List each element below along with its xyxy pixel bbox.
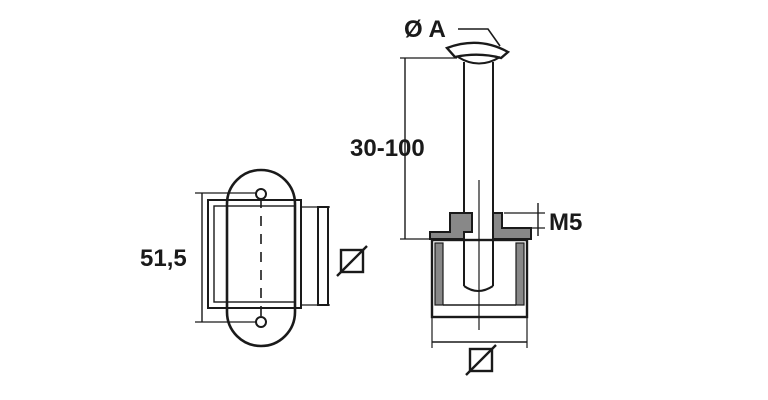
tube-wall-right [515,242,525,306]
base-plate-top-view: 51,5 [140,168,368,348]
cap-flange-section-right [492,212,532,240]
hole-bottom [255,316,267,328]
saddle [444,41,511,60]
tube-wall-left [434,242,444,306]
hole-top [255,188,267,200]
inner-rect-outline [207,199,302,309]
saddle-neck [457,56,501,65]
length-label: 30-100 [350,135,425,162]
stem-rounded-end [463,285,494,292]
tube-outer [430,238,529,319]
m5-label: M5 [549,209,582,236]
inner-rect-inner [213,205,296,303]
dia-a-leader [458,28,501,47]
dia-a-label: Ø A [404,16,446,43]
square-symbol-bottom [465,344,497,376]
square-symbol-left [336,245,368,277]
height-label: 51,5 [140,245,187,272]
support-post-side-view: Ø A 30-100 M5 [350,16,582,376]
plate-edge-profile [317,206,329,306]
cap-flange-section [429,212,473,240]
